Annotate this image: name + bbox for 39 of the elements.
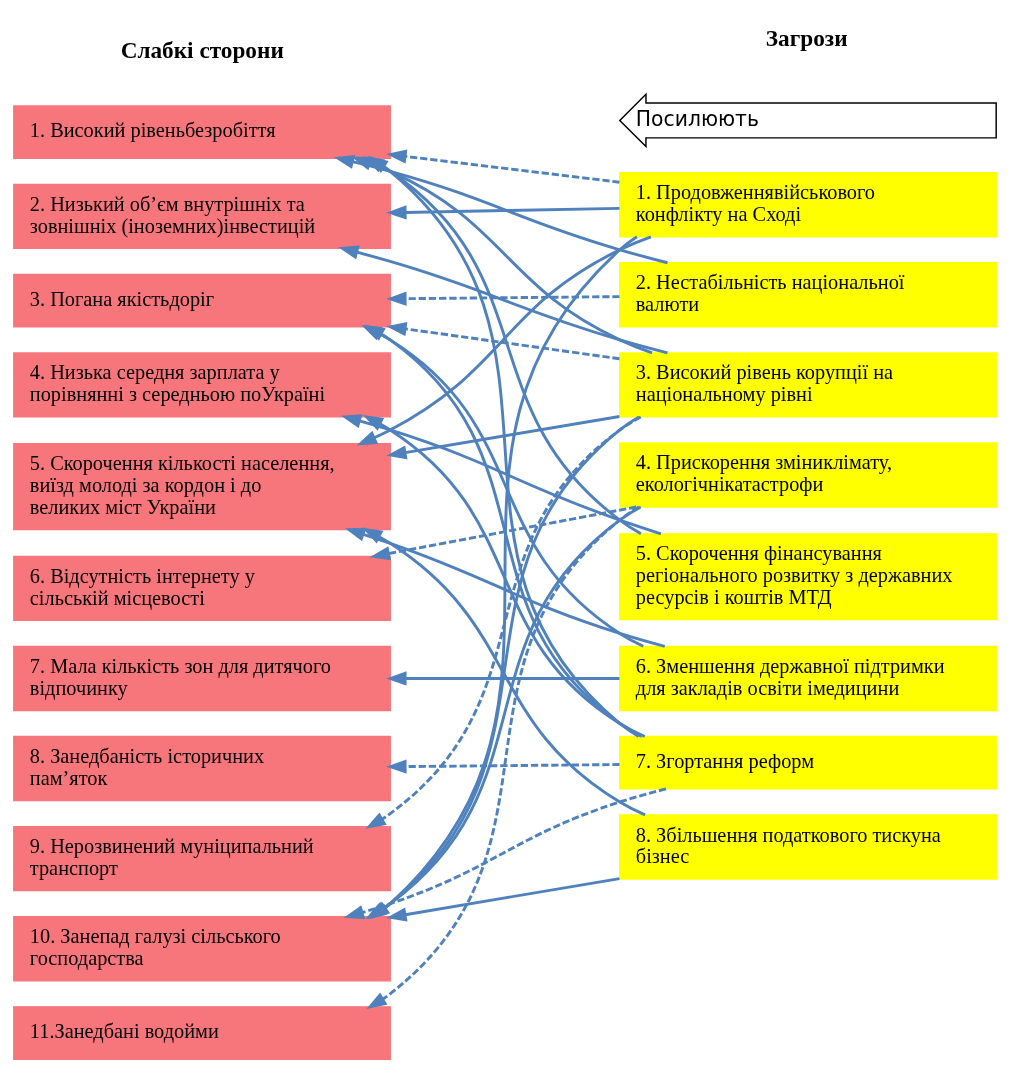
arrow	[356, 235, 652, 446]
node-box: 2. Низький об’єм внутрішніх та зовнішніх (іноземних)інвестицій	[13, 183, 391, 250]
arrow	[362, 415, 646, 738]
node-box: 4. Низька середня зарплата у порівнянні з середньою поУкраїні	[13, 352, 391, 418]
arrow	[341, 414, 662, 536]
label: Слабкі сторони	[120, 36, 284, 63]
node-box: 8. Збільшення податкового тискуна бізнес	[619, 814, 997, 880]
node-box: 2. Нестабільність національної валюти	[619, 262, 997, 328]
arrow	[369, 505, 637, 561]
node-box: 9. Нерозвинений муніципальний транспорт	[13, 825, 391, 892]
arrow	[386, 321, 620, 361]
node-box: 11.Занедбані водойми	[13, 1006, 391, 1060]
node-box: 3. Високий рівень корупції на національному рівні	[619, 352, 997, 418]
arrow	[386, 149, 620, 184]
label: Загрози	[765, 25, 848, 52]
arrow	[386, 759, 620, 774]
arrow	[386, 205, 620, 220]
arrow	[386, 877, 620, 922]
arrow	[362, 527, 646, 817]
node-box: 1. Продовженнявійськового конфлікту на Сході	[619, 172, 997, 238]
node-box: 6. Зменшення державної підтримки для закладів освіти імедицини	[619, 645, 997, 712]
arrow	[338, 245, 668, 355]
node-box: 5. Скорочення кількості населення, виїзд молоді за кордон і до великих міст України	[13, 443, 391, 531]
arrow	[365, 415, 642, 829]
node-box: 7. Згортання реформ	[619, 735, 997, 790]
node-box: 4. Прискорення зміниклімату, екологічнікатастрофи	[619, 442, 997, 508]
arrow	[364, 324, 643, 738]
arrow	[386, 415, 620, 460]
arrow	[367, 155, 640, 738]
node-box: 3. Погана якістьдоріг	[13, 273, 391, 328]
arrow	[386, 291, 620, 306]
arrow	[386, 671, 620, 686]
node-box: 5. Скорочення фінансування регіонального розвитку з державних ресурсів і коштів МТД	[619, 533, 997, 621]
node-box: 8. Занедбаність історичних пам’яток	[13, 735, 391, 802]
node-box: 7. Мала кількість зон для дитячого відпочинку	[13, 645, 391, 712]
node-box: 10. Занепад галузі сільського господарства	[13, 916, 391, 982]
node-box: 6. Відсутність інтернету у сільській місцевості	[13, 555, 391, 622]
node-box: 1. Високий рівеньбезробіття	[13, 105, 391, 159]
arrow	[344, 527, 666, 648]
